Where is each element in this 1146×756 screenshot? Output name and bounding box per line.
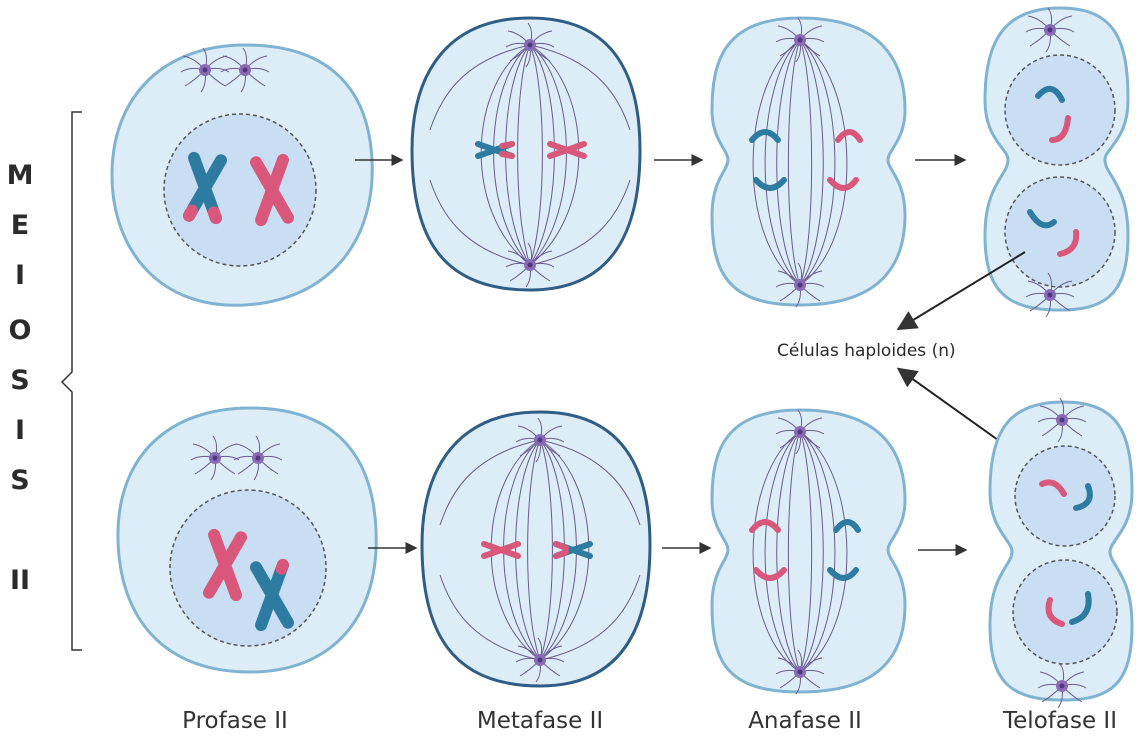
cell-telophase-top (985, 8, 1128, 317)
nucleus (164, 114, 316, 266)
meiosis-bracket (62, 112, 82, 650)
nucleus (170, 490, 326, 646)
stage-label-telophase: Telofase II (975, 708, 1145, 734)
cell-metaphase-top (412, 18, 640, 290)
nucleus (1013, 560, 1117, 664)
nucleus (1005, 177, 1115, 287)
stage-label-prophase: Profase II (150, 708, 320, 734)
cell-prophase-bottom (118, 408, 376, 672)
haploid-cells-label: Células haploides (n) (777, 341, 956, 361)
stage-label-anaphase: Anafase II (715, 708, 895, 734)
cell-telophase-bottom (990, 398, 1132, 708)
cell-metaphase-bottom (422, 412, 650, 686)
cell-prophase-top (112, 45, 372, 305)
cell-anaphase-bottom (712, 410, 905, 694)
cell-anaphase-top (712, 18, 905, 307)
nucleus (1005, 55, 1115, 165)
stage-label-metaphase: Metafase II (445, 708, 635, 734)
